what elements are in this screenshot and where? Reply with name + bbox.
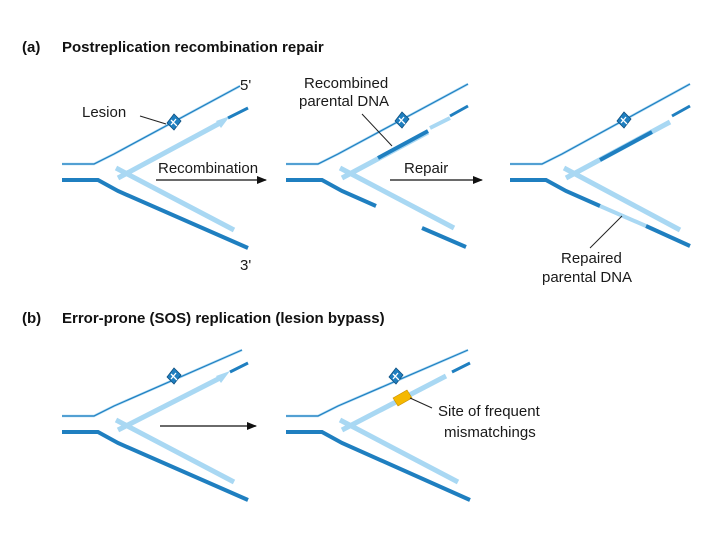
template-bottom xyxy=(62,430,249,502)
lagging-strand-new xyxy=(114,417,236,485)
lagging-strand-new xyxy=(114,165,236,233)
lesion-pointer xyxy=(139,115,167,125)
lesion-icon xyxy=(394,111,410,129)
repaired-pointer xyxy=(589,215,623,249)
arrow-repair-label: Repair xyxy=(404,160,448,177)
leading-tip xyxy=(229,361,249,374)
leading-strand-new xyxy=(116,119,224,181)
panel-a-letter: (a) xyxy=(22,39,40,56)
leading-arrowhead xyxy=(216,116,230,128)
label-recombined-line2: parental DNA xyxy=(299,93,389,110)
template-bottom-right xyxy=(645,224,691,248)
lagging-strand-new xyxy=(562,165,682,233)
recombined-pointer xyxy=(361,113,393,147)
template-bottom-left xyxy=(510,178,601,208)
panel-a-title: Postreplication recombination repair xyxy=(62,39,324,56)
label-site-line1: Site of frequent xyxy=(438,403,541,420)
label-repaired-line2: parental DNA xyxy=(542,269,632,286)
template-top xyxy=(286,349,469,417)
leading-strand-new xyxy=(116,374,224,433)
recombined-segment xyxy=(377,129,429,160)
leading-tip xyxy=(227,106,249,120)
lesion-icon xyxy=(388,367,404,385)
label-site-line2: mismatchings xyxy=(444,424,536,441)
label-5prime: 5' xyxy=(240,77,251,94)
label-repaired-line1: Repaired xyxy=(561,250,622,267)
fork-a3 xyxy=(510,82,691,248)
fork-b1 xyxy=(62,348,249,502)
template-bottom xyxy=(286,430,471,502)
mismatch-pointer xyxy=(409,397,433,409)
leading-strand-new xyxy=(340,373,448,433)
label-lesion: Lesion xyxy=(82,104,126,121)
template-bottom-right xyxy=(421,226,467,249)
leading-strand-new-2 xyxy=(429,116,451,130)
panel-b-letter: (b) xyxy=(22,310,41,327)
panel-b-title: Error-prone (SOS) replication (lesion by… xyxy=(62,310,385,327)
lesion-icon xyxy=(616,111,632,129)
template-bottom-repaired xyxy=(599,204,647,228)
lesion-icon xyxy=(166,113,182,131)
fork-b2 xyxy=(286,348,471,502)
leading-tip xyxy=(671,104,691,118)
fork-a2 xyxy=(286,82,469,249)
recombined-segment xyxy=(599,130,653,162)
arrow-recombination-label: Recombination xyxy=(158,160,258,177)
template-bottom xyxy=(62,178,249,250)
label-3prime: 3' xyxy=(240,257,251,274)
lagging-strand-new xyxy=(338,165,456,231)
template-bottom-left xyxy=(286,178,377,208)
leading-arrowhead xyxy=(216,371,230,383)
label-recombined-line1: Recombined xyxy=(304,75,388,92)
fork-a1 xyxy=(62,84,249,250)
leading-tip xyxy=(451,361,471,374)
leading-tip xyxy=(449,104,469,118)
lagging-strand-new xyxy=(338,417,460,485)
mismatch-site-marker xyxy=(392,389,413,407)
